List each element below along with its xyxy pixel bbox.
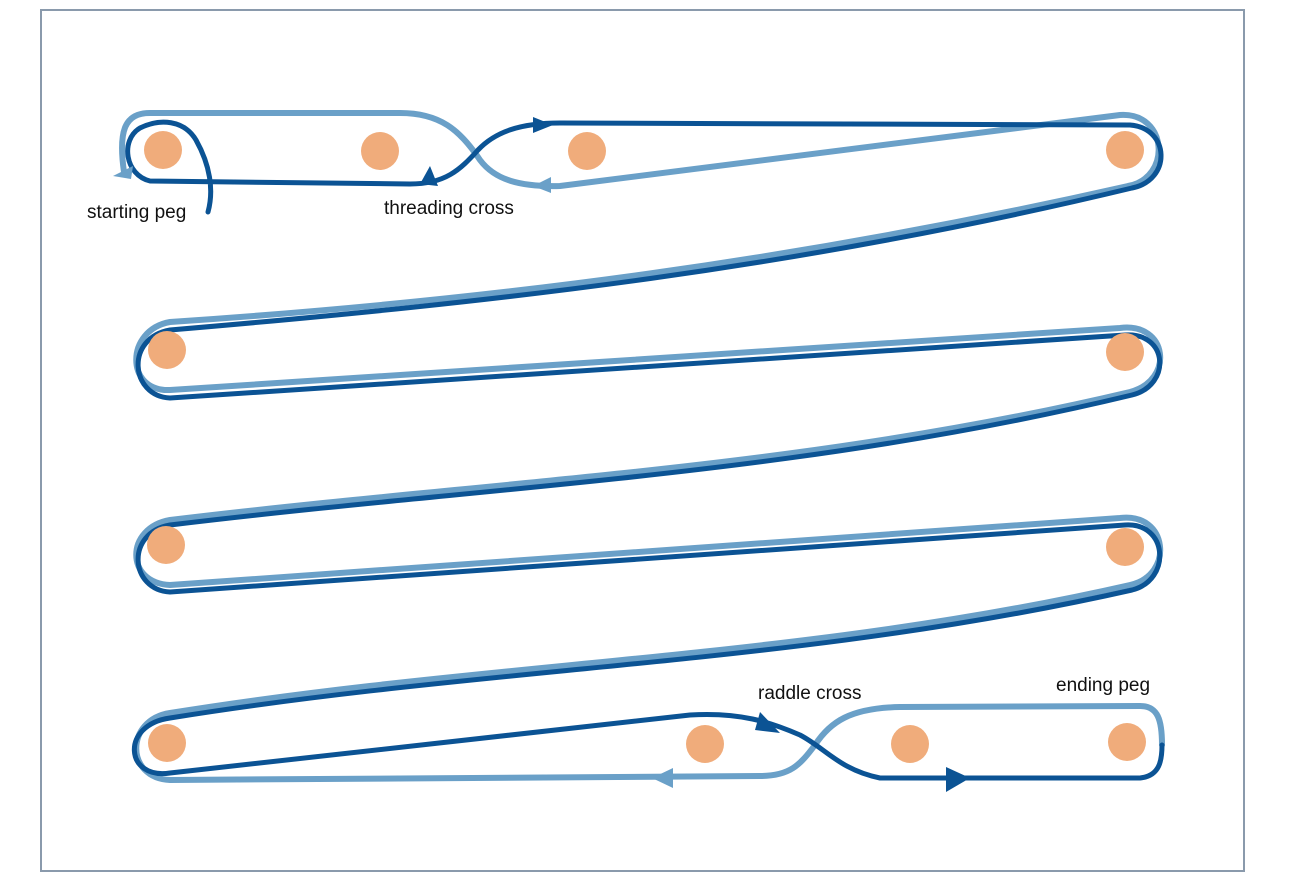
peg-icon [1106, 528, 1144, 566]
peg-icon [148, 724, 186, 762]
peg-icon [568, 132, 606, 170]
direction-arrow-icon [652, 768, 673, 788]
warp-thread-light [119, 110, 1165, 783]
pegs [144, 131, 1146, 763]
raddle-cross-label: raddle cross [758, 683, 862, 704]
direction-arrow-icon [533, 177, 551, 193]
direction-arrow-icon [420, 166, 438, 186]
starting-peg-label: starting peg [87, 202, 186, 223]
peg-icon [144, 131, 182, 169]
direction-arrow-icon [755, 712, 780, 733]
direction-arrow-icon [946, 767, 970, 792]
warp-thread-dark [125, 119, 1165, 781]
peg-icon [1106, 131, 1144, 169]
peg-icon [361, 132, 399, 170]
direction-arrow-icon [533, 117, 553, 133]
peg-icon [147, 526, 185, 564]
peg-icon [1108, 723, 1146, 761]
peg-icon [891, 725, 929, 763]
peg-icon [1106, 333, 1144, 371]
diagram-frame [40, 9, 1245, 872]
peg-icon [686, 725, 724, 763]
threading-cross-label: threading cross [384, 198, 514, 219]
peg-icon [148, 331, 186, 369]
ending-peg-label: ending peg [1056, 675, 1150, 696]
direction-arrow-icon [113, 166, 133, 179]
